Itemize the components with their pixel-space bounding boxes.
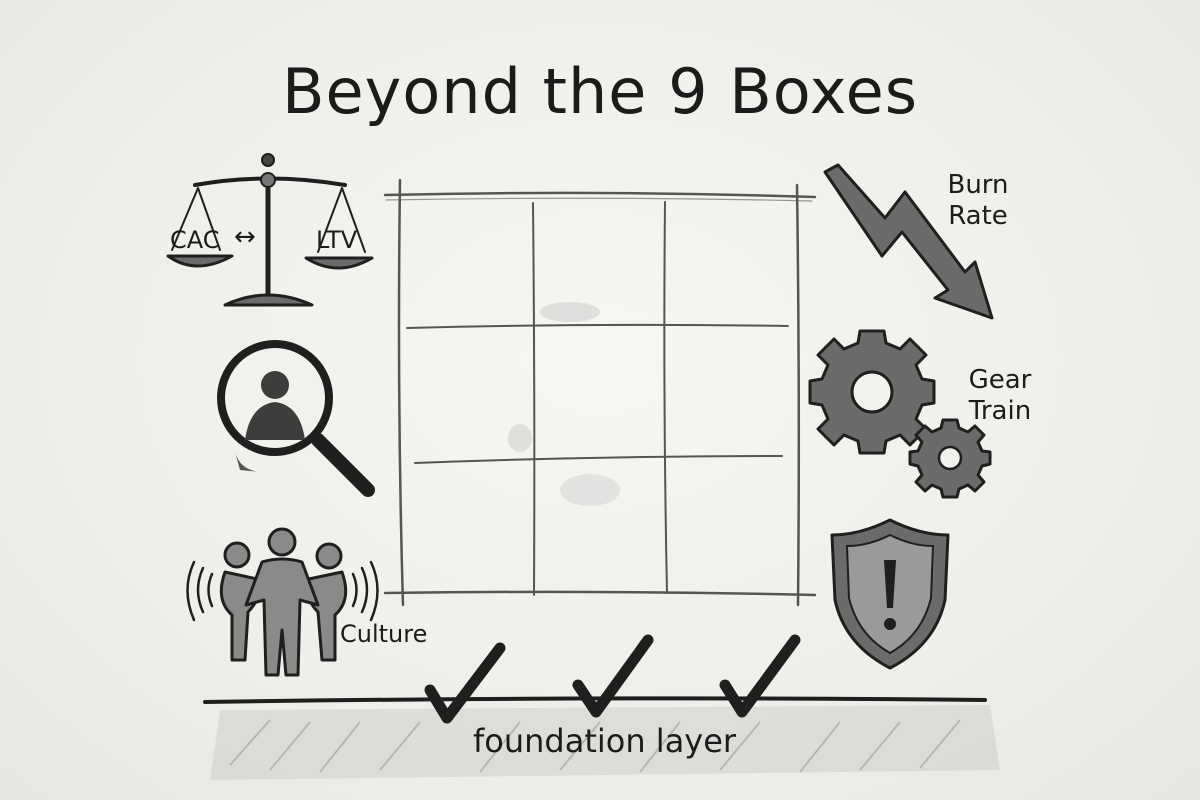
ltv-label: LTV — [316, 226, 358, 254]
page-title: Beyond the 9 Boxes — [281, 55, 919, 128]
gear-train-label: Gear Train — [955, 365, 1045, 427]
warning-shield-icon — [830, 518, 950, 670]
checkmarks — [424, 634, 801, 724]
gear-train-line2: Train — [968, 396, 1032, 427]
culture-label: Culture — [340, 620, 428, 648]
gear-train-line1: Gear — [968, 365, 1032, 395]
burn-rate-arrow-icon — [823, 163, 994, 320]
burn-rate-label: Burn Rate — [938, 170, 1018, 232]
foundation-layer-label: foundation layer — [473, 722, 737, 760]
balance-scale-icon — [166, 153, 374, 307]
burn-rate-line2: Rate — [948, 201, 1008, 232]
cac-label: CAC — [170, 226, 220, 254]
magnifier-person-icon — [217, 340, 375, 497]
gear-train-icon — [808, 329, 992, 499]
foundation-layer — [203, 696, 1000, 780]
checkmark-icon — [719, 634, 801, 718]
checkmark-icon — [572, 634, 654, 718]
double-arrow-icon: ↔ — [234, 222, 256, 252]
team-culture-icon — [186, 527, 379, 677]
checkmark-icon — [424, 642, 506, 724]
nine-box-grid — [383, 178, 817, 607]
burn-rate-line1: Burn — [947, 170, 1009, 200]
